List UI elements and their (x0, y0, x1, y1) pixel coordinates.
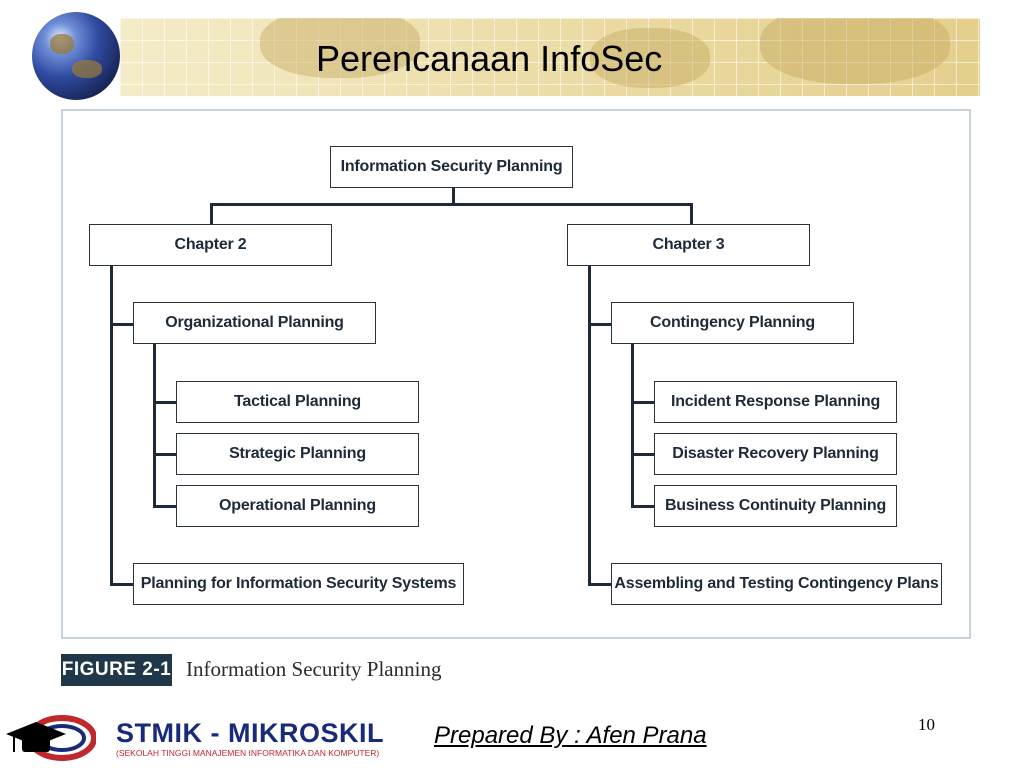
connector-line (153, 401, 177, 404)
diagram-frame: Information Security Planning Chapter 2 … (61, 109, 971, 639)
node-disaster-recovery-planning: Disaster Recovery Planning (654, 433, 897, 475)
node-tactical-planning: Tactical Planning (176, 381, 419, 423)
connector-line (210, 203, 693, 206)
node-planning-for-infosec-systems: Planning for Information Security System… (133, 563, 464, 605)
prepared-by-link[interactable]: Prepared By : Afen Prana (434, 722, 707, 749)
connector-line (153, 505, 177, 508)
node-incident-response-planning: Incident Response Planning (654, 381, 897, 423)
node-organizational-planning: Organizational Planning (133, 302, 376, 344)
graduation-cap-logo-icon (6, 715, 96, 761)
node-chapter-2: Chapter 2 (89, 224, 332, 266)
connector-line (588, 583, 612, 586)
node-chapter-3: Chapter 3 (567, 224, 810, 266)
node-operational-planning: Operational Planning (176, 485, 419, 527)
node-strategic-planning: Strategic Planning (176, 433, 419, 475)
connector-line (153, 344, 156, 508)
node-root: Information Security Planning (330, 146, 573, 188)
node-contingency-planning: Contingency Planning (611, 302, 854, 344)
connector-line (631, 401, 655, 404)
page-number: 10 (918, 715, 935, 734)
logo-subtitle: (SEKOLAH TINGGI MANAJEMEN INFORMATIKA DA… (116, 748, 380, 758)
globe-icon (32, 12, 120, 100)
connector-line (210, 203, 213, 225)
node-assembling-testing-contingency-plans: Assembling and Testing Contingency Plans (611, 563, 942, 605)
connector-line (110, 323, 134, 326)
figure-label: FIGURE 2-1 (61, 654, 172, 686)
logo-name: STMIK - MIKROSKIL (116, 718, 384, 748)
connector-line (588, 265, 591, 586)
connector-line (690, 203, 693, 225)
node-business-continuity-planning: Business Continuity Planning (654, 485, 897, 527)
connector-line (452, 187, 455, 205)
figure-caption: Information Security Planning (186, 657, 442, 681)
connector-line (631, 344, 634, 508)
connector-line (110, 265, 113, 586)
connector-line (631, 453, 655, 456)
connector-line (588, 323, 612, 326)
connector-line (153, 453, 177, 456)
connector-line (631, 505, 655, 508)
connector-line (110, 583, 134, 586)
slide-title: Perencanaan InfoSec (316, 38, 663, 79)
title-banner (120, 18, 980, 96)
